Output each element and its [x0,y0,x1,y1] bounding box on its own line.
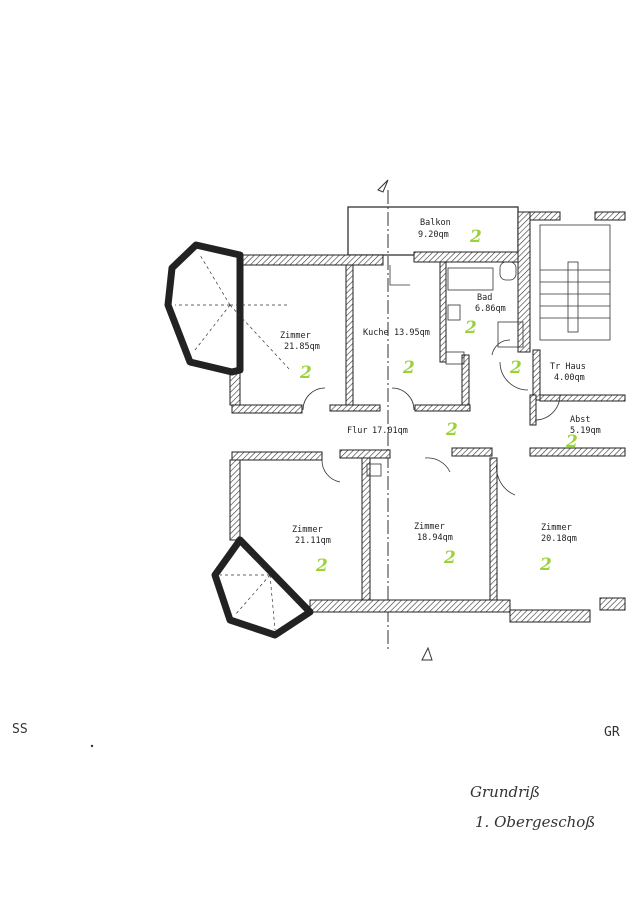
svg-text:2: 2 [539,555,552,575]
svg-text:Flur: Flur [347,426,367,436]
svg-text:4.00qm: 4.00qm [554,373,585,383]
svg-text:Abst: Abst [570,415,590,425]
walls [229,211,626,623]
svg-text:Zimmer: Zimmer [292,525,323,535]
svg-text:2: 2 [565,432,578,452]
edge-text-left: SS [12,722,28,737]
svg-text:2: 2 [443,548,456,568]
doors [302,265,561,496]
bay-window-top [164,241,244,376]
svg-text:2: 2 [402,358,415,378]
svg-text:Kuche: Kuche [363,328,389,338]
room-label-zimmer-3: Zimmer 18.94qm 2 [414,522,456,568]
svg-text:21.85qm: 21.85qm [284,342,320,352]
svg-text:Bad: Bad [477,293,492,303]
room-label-zimmer-1: Zimmer 21.85qm 2 [280,331,320,383]
bath-fixtures [366,261,524,477]
room-label-balkon: Balkon 9.20qm 2 [418,218,482,247]
svg-text:2: 2 [299,363,312,383]
svg-text:Zimmer: Zimmer [541,523,572,533]
room-label-zimmer-4: Zimmer 20.18qm 2 [539,523,577,575]
svg-text:2: 2 [464,318,477,338]
svg-text:Zimmer: Zimmer [280,331,311,341]
room-label-bad: Bad 6.86qm 2 [464,293,506,338]
title-line-2: 1. Obergeschoß [475,813,595,831]
svg-text:9.20qm: 9.20qm [418,230,449,240]
svg-text:6.86qm: 6.86qm [475,304,506,314]
svg-text:21.11qm: 21.11qm [295,536,331,546]
room-label-tr-haus: Tr Haus 4.00qm 2 [509,358,586,383]
bay-guides-top [175,254,291,371]
room-label-kueche: Kuche 13.95qm 2 [363,328,430,378]
svg-text:2: 2 [469,227,482,247]
svg-text:18.94qm: 18.94qm [417,533,453,543]
svg-text:2: 2 [445,420,458,440]
title-line-1: Grundriß [470,783,540,801]
room-label-flur: Flur 17.01qm 2 [347,420,458,440]
bay-guides-bottom [220,539,276,631]
svg-text:2: 2 [509,358,522,378]
section-line [377,179,433,661]
bay-window-bottom [211,536,314,639]
svg-text:Tr Haus: Tr Haus [550,362,586,372]
staircase [539,224,611,341]
svg-text:2: 2 [315,556,328,576]
room-label-abst: Abst 5.19qm 2 [565,415,601,452]
svg-text:20.18qm: 20.18qm [541,534,577,544]
speck [90,744,94,748]
edge-text-right: GR [604,725,620,740]
svg-text:Zimmer: Zimmer [414,522,445,532]
svg-text:17.01qm: 17.01qm [372,426,408,436]
room-label-zimmer-2: Zimmer 21.11qm 2 [292,525,331,576]
svg-text:13.95qm: 13.95qm [394,328,430,338]
svg-text:Balkon: Balkon [420,218,451,228]
svg-text:5.19qm: 5.19qm [570,426,601,436]
